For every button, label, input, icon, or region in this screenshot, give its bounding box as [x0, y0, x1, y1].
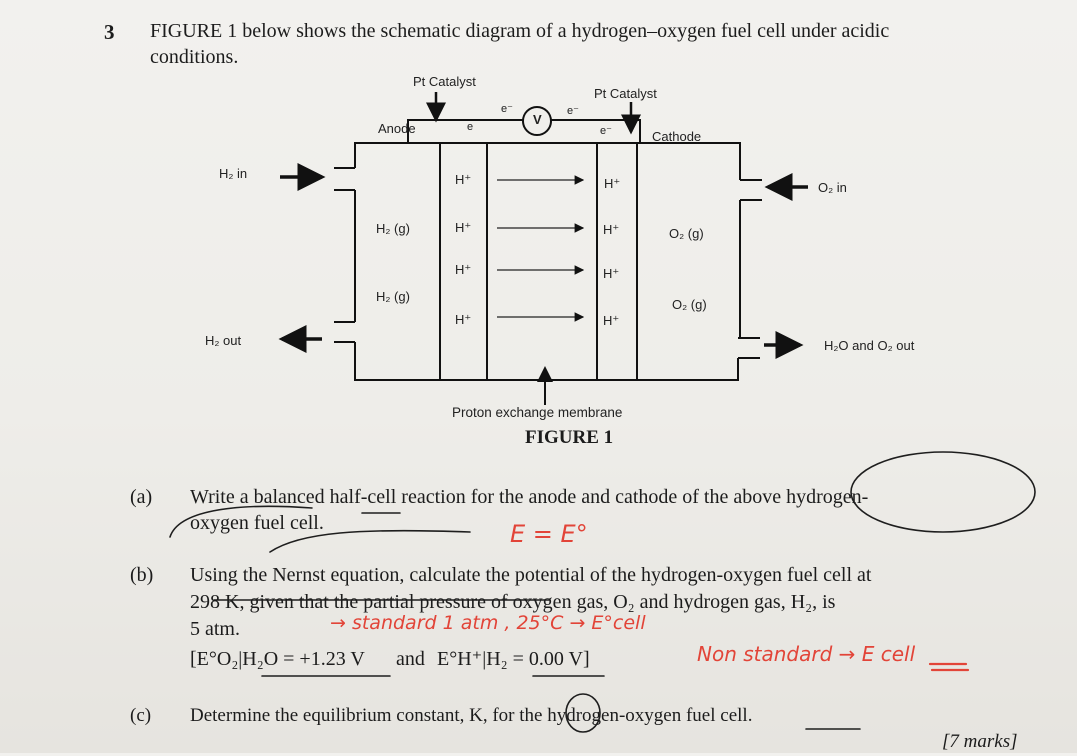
marks-label: [7 marks] [942, 731, 1018, 752]
part-c-line1: Determine the equilibrium constant, K, f… [190, 705, 753, 726]
proton-label-a4: H⁺ [455, 312, 472, 327]
anode-label: Anode [378, 121, 416, 136]
voltmeter-label: V [533, 112, 542, 127]
o2-in-label: O₂ in [818, 180, 847, 195]
o2-gas-label-1: O₂ (g) [669, 226, 704, 241]
part-a-line1: Write a balanced half-cell reaction for … [190, 486, 869, 508]
h2-gas-label-2: H₂ (g) [376, 289, 410, 304]
question-number: 3 [104, 20, 115, 44]
part-b-line4a: [E°O₂|H₂O = +1.23 V [190, 648, 365, 670]
part-b-line2: 298 K, given that the partial pressure o… [190, 591, 836, 613]
proton-label-b2: H⁺ [603, 222, 620, 237]
h2o-o2-out-label: H₂O and O₂ out [824, 338, 915, 353]
proton-label-b3: H⁺ [603, 266, 620, 281]
proton-label-b1: H⁺ [604, 176, 621, 191]
o2-gas-label-2: O₂ (g) [672, 297, 707, 312]
part-b-line4b: and [396, 648, 425, 670]
pt-catalyst-left-label: Pt Catalyst [413, 74, 476, 89]
h2-gas-label-1: H₂ (g) [376, 221, 410, 236]
part-a-line2: oxygen fuel cell. [190, 512, 324, 534]
electron-label-4: e⁻ [600, 125, 612, 137]
cell-outer-left [354, 142, 741, 180]
cathode-label: Cathode [652, 129, 702, 144]
part-c-label: (c) [130, 705, 152, 726]
handwritten-note-non-standard: Non standard → E cell [697, 642, 916, 666]
handwritten-note-e-equals-e0: E = E° [510, 520, 588, 548]
handwritten-note-standard: → standard 1 atm , 25°C → E°cell [330, 612, 646, 634]
part-b-line3: 5 atm. [190, 618, 240, 640]
question-intro-line2: conditions. [150, 46, 239, 68]
figure-caption: FIGURE 1 [525, 427, 614, 448]
question-intro-line1: FIGURE 1 below shows the schematic diagr… [150, 20, 890, 42]
electron-label-1: e⁻ [501, 103, 513, 115]
voltmeter [522, 106, 552, 136]
membrane-label: Proton exchange membrane [452, 405, 623, 420]
h2-out-label: H₂ out [205, 333, 242, 348]
h2-in-label: H₂ in [219, 166, 248, 181]
electron-label-3: e [467, 121, 474, 133]
proton-label-b4: H⁺ [603, 313, 620, 328]
part-b-line1: Using the Nernst equation, calculate the… [190, 564, 872, 586]
part-b-line4c: E°H⁺|H₂ = 0.00 V] [437, 648, 590, 670]
fuel-cell-diagram [278, 92, 808, 405]
proton-label-a2: H⁺ [455, 220, 472, 235]
part-a-label: (a) [130, 486, 153, 508]
pt-catalyst-right-label: Pt Catalyst [594, 86, 657, 101]
part-b-label: (b) [130, 564, 154, 586]
electron-label-2: e⁻ [567, 105, 579, 117]
proton-label-a3: H⁺ [455, 262, 472, 277]
proton-label-a1: H⁺ [455, 172, 472, 187]
